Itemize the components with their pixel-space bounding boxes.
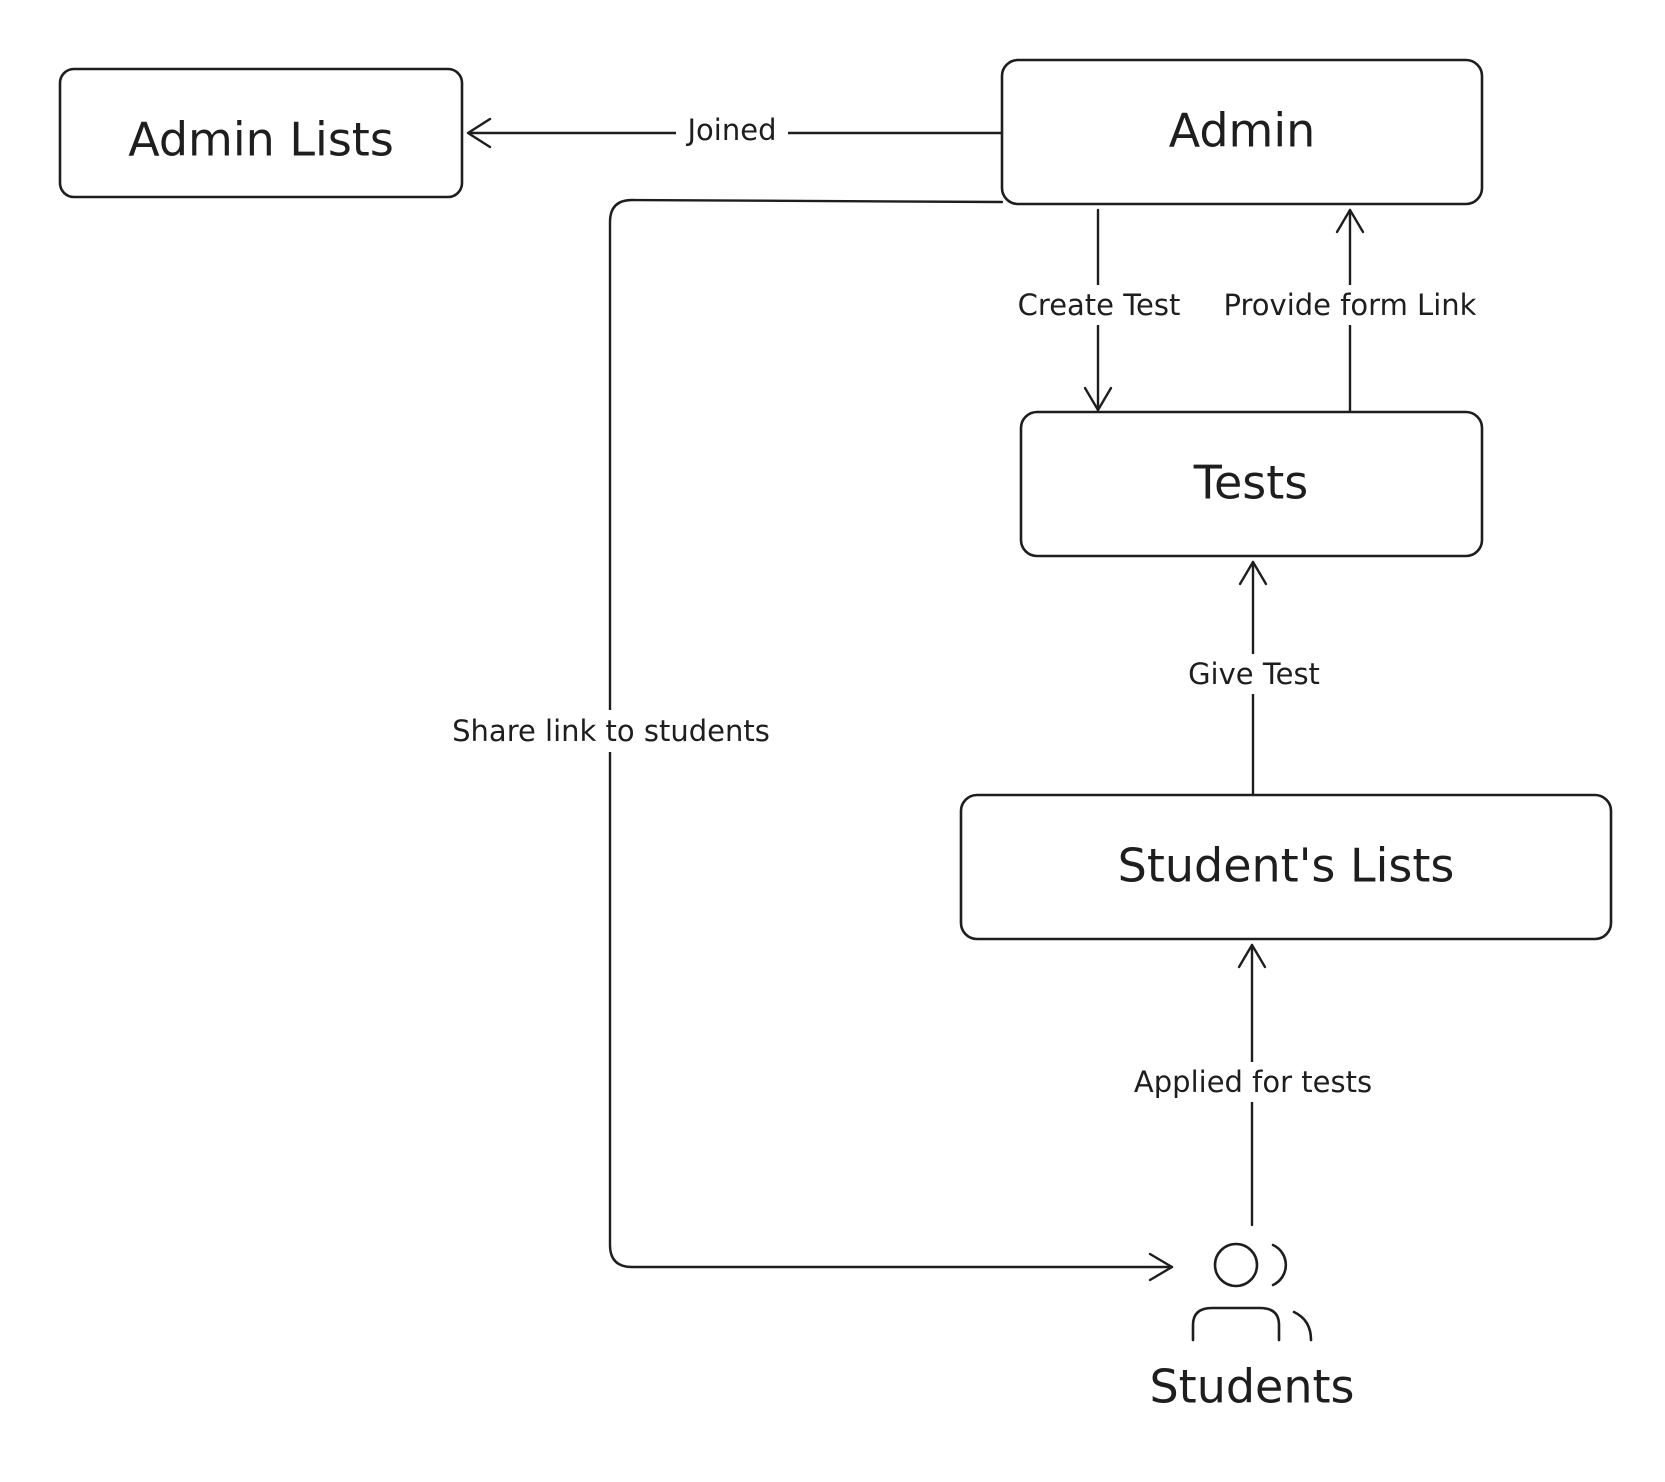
node-label-students-lists: Student's Lists [1118, 839, 1455, 893]
node-label-tests: Tests [1193, 456, 1309, 510]
edge-label-share-link: Share link to students [452, 714, 770, 748]
node-admin: Admin [1000, 58, 1484, 206]
edge-give-test: Give Test [1180, 560, 1330, 797]
edge-label-provide-form-link: Provide form Link [1224, 288, 1477, 322]
edge-applied-for-tests: Applied for tests [1132, 943, 1374, 1227]
node-label-admin-lists: Admin Lists [128, 113, 394, 167]
edge-label-joined: Joined [686, 113, 777, 147]
node-admin-lists: Admin Lists [58, 67, 464, 199]
node-label-students: Students [1149, 1360, 1354, 1414]
node-students-lists: Student's Lists [959, 793, 1613, 941]
edge-label-give-test: Give Test [1188, 657, 1320, 691]
edge-share-link: Share link to students [452, 198, 1174, 1282]
node-label-admin: Admin [1169, 104, 1316, 158]
node-students: Students [1149, 1242, 1355, 1414]
users-icon [1191, 1242, 1313, 1342]
edge-joined: Joined [466, 110, 1004, 150]
node-tests: Tests [1019, 410, 1484, 558]
edge-label-applied-for-tests: Applied for tests [1134, 1065, 1372, 1099]
edge-create-test: Create Test [1010, 208, 1188, 412]
edge-label-create-test: Create Test [1018, 288, 1181, 322]
edge-provide-form-link: Provide form Link [1220, 208, 1482, 414]
